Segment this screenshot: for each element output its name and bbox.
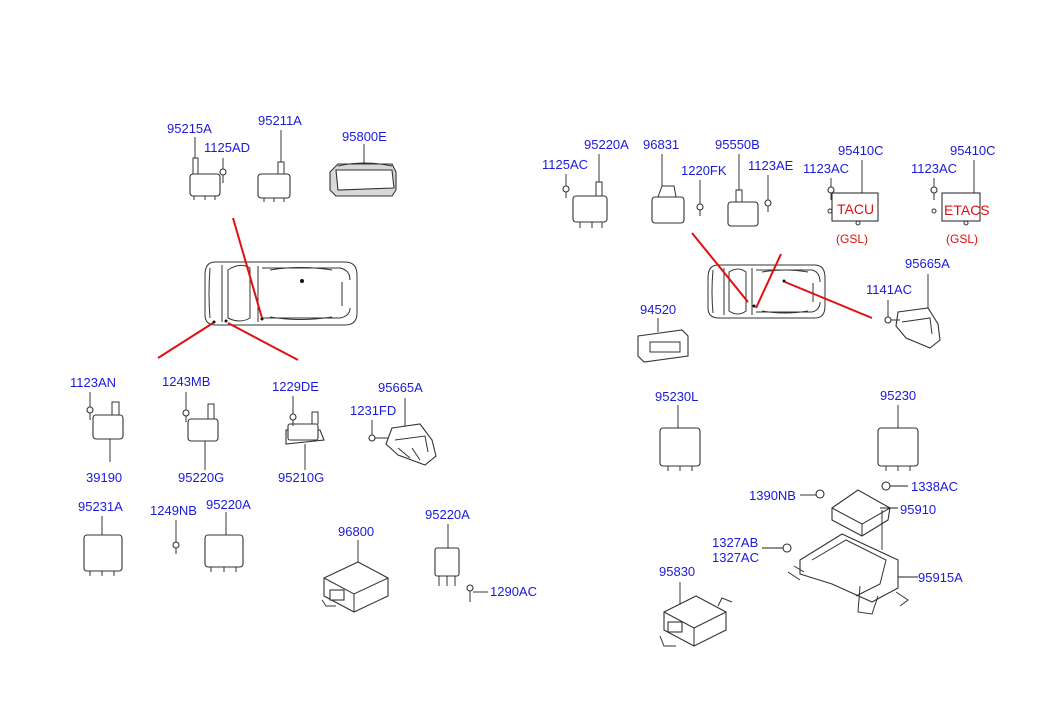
- part-label-95230: 95230: [880, 388, 916, 403]
- nut-1338AC[interactable]: [881, 481, 908, 491]
- part-label-95231A: 95231A: [78, 499, 123, 514]
- part-label-95665A: 95665A: [905, 256, 950, 271]
- part-label-96800: 96800: [338, 524, 374, 539]
- screw-1231FD[interactable]: [368, 420, 388, 442]
- screw-1249NB[interactable]: [172, 520, 180, 554]
- vehicle-outline-left: [204, 261, 358, 326]
- screw-1125AD[interactable]: [219, 158, 227, 183]
- part-label-95800E: 95800E: [342, 129, 387, 144]
- part-label-1123AC: 1123AC: [911, 161, 957, 176]
- pointer-line: [157, 322, 214, 359]
- part-label-95910: 95910: [900, 502, 936, 517]
- etacs-label: ETACS: [944, 202, 990, 218]
- part-label-95220G: 95220G: [178, 470, 224, 485]
- part-label-95220A: 95220A: [425, 507, 470, 522]
- module-95800E[interactable]: [329, 144, 397, 197]
- module-96800[interactable]: [321, 540, 389, 613]
- tacu-gsl-label: (GSL): [836, 232, 868, 246]
- part-label-95220A: 95220A: [206, 497, 251, 512]
- screw-1123AN[interactable]: [86, 392, 94, 420]
- pointer-line: [227, 322, 299, 361]
- relay-95215A[interactable]: [189, 137, 221, 200]
- module-94520[interactable]: [637, 318, 689, 363]
- part-label-1125AD: 1125AD: [204, 140, 250, 155]
- relay-96831[interactable]: [651, 154, 685, 224]
- part-label-1249NB: 1249NB: [150, 503, 197, 518]
- screw-1243MB[interactable]: [182, 392, 190, 422]
- etacs-gsl-label: (GSL): [946, 232, 978, 246]
- part-label-95215A: 95215A: [167, 121, 212, 136]
- screw-1125AC[interactable]: [562, 174, 570, 198]
- part-label-94520: 94520: [640, 302, 676, 317]
- vehicle-outline-right: [707, 264, 826, 319]
- nut-1390NB[interactable]: [800, 489, 825, 499]
- module-95910[interactable]: [831, 489, 898, 537]
- bolt-1290AC[interactable]: [466, 584, 488, 602]
- pointer-line: [784, 281, 873, 319]
- relay-95231A[interactable]: [83, 516, 123, 576]
- bracket-95915A[interactable]: [787, 510, 918, 615]
- part-label-39190: 39190: [86, 470, 122, 485]
- part-label-1243MB: 1243MB: [162, 374, 210, 389]
- part-label-1327AC: 1327AC: [712, 550, 759, 565]
- part-label-1123AC: 1123AC: [803, 161, 849, 176]
- part-label-1229DE: 1229DE: [272, 379, 319, 394]
- module-etacs[interactable]: [931, 160, 981, 226]
- part-label-1141AC: 1141AC: [866, 282, 912, 297]
- module-95830[interactable]: [659, 582, 733, 647]
- part-label-1123AN: 1123AN: [70, 375, 116, 390]
- part-label-1123AE: 1123AE: [748, 158, 794, 173]
- tacu-label: TACU: [837, 201, 874, 217]
- relay-95220A-left[interactable]: [204, 512, 244, 572]
- part-label-95410C: 95410C: [838, 143, 884, 158]
- part-label-95210G: 95210G: [278, 470, 324, 485]
- part-label-96831: 96831: [643, 137, 679, 152]
- part-label-95230L: 95230L: [655, 389, 698, 404]
- screw-1123AE[interactable]: [764, 175, 772, 212]
- part-label-95550B: 95550B: [715, 137, 760, 152]
- relay-95211A[interactable]: [257, 130, 291, 202]
- part-label-1290AC: 1290AC: [490, 584, 537, 599]
- relay-95230[interactable]: [877, 405, 919, 471]
- screw-1229DE[interactable]: [289, 396, 297, 426]
- relay-95220A-mid[interactable]: [434, 524, 460, 586]
- screw-1141AC[interactable]: [884, 300, 900, 324]
- module-tacu[interactable]: [827, 160, 879, 226]
- part-label-1125AC: 1125AC: [542, 157, 588, 172]
- pointer-line: [691, 232, 749, 303]
- bracket-95665A-left[interactable]: [385, 398, 437, 466]
- relay-95210G[interactable]: [285, 411, 325, 470]
- part-label-95220A: 95220A: [584, 137, 629, 152]
- screw-1123AC-tacu[interactable]: [827, 178, 835, 200]
- relay-95220A-right[interactable]: [572, 154, 608, 228]
- pointer-line: [232, 217, 263, 319]
- part-label-95410C: 95410C: [950, 143, 996, 158]
- relay-95220G[interactable]: [187, 403, 219, 470]
- part-label-1327AB: 1327AB: [712, 535, 758, 550]
- screw-1220FK[interactable]: [696, 180, 704, 216]
- part-label-1231FD: 1231FD: [350, 403, 396, 418]
- part-label-1220FK: 1220FK: [681, 163, 727, 178]
- relay-95550B[interactable]: [727, 154, 759, 227]
- part-label-95665A: 95665A: [378, 380, 423, 395]
- relay-39190[interactable]: [92, 401, 124, 462]
- bracket-95665A-right[interactable]: [895, 274, 941, 349]
- part-label-1390NB: 1390NB: [749, 488, 796, 503]
- part-label-1338AC: 1338AC: [911, 479, 958, 494]
- pointer-line: [755, 253, 782, 309]
- part-label-95915A: 95915A: [918, 570, 963, 585]
- part-label-95211A: 95211A: [258, 113, 302, 128]
- nut-1327AB[interactable]: [762, 543, 792, 553]
- relay-95230L[interactable]: [659, 405, 701, 471]
- screw-1123AC-etacs[interactable]: [930, 178, 938, 200]
- part-label-95830: 95830: [659, 564, 695, 579]
